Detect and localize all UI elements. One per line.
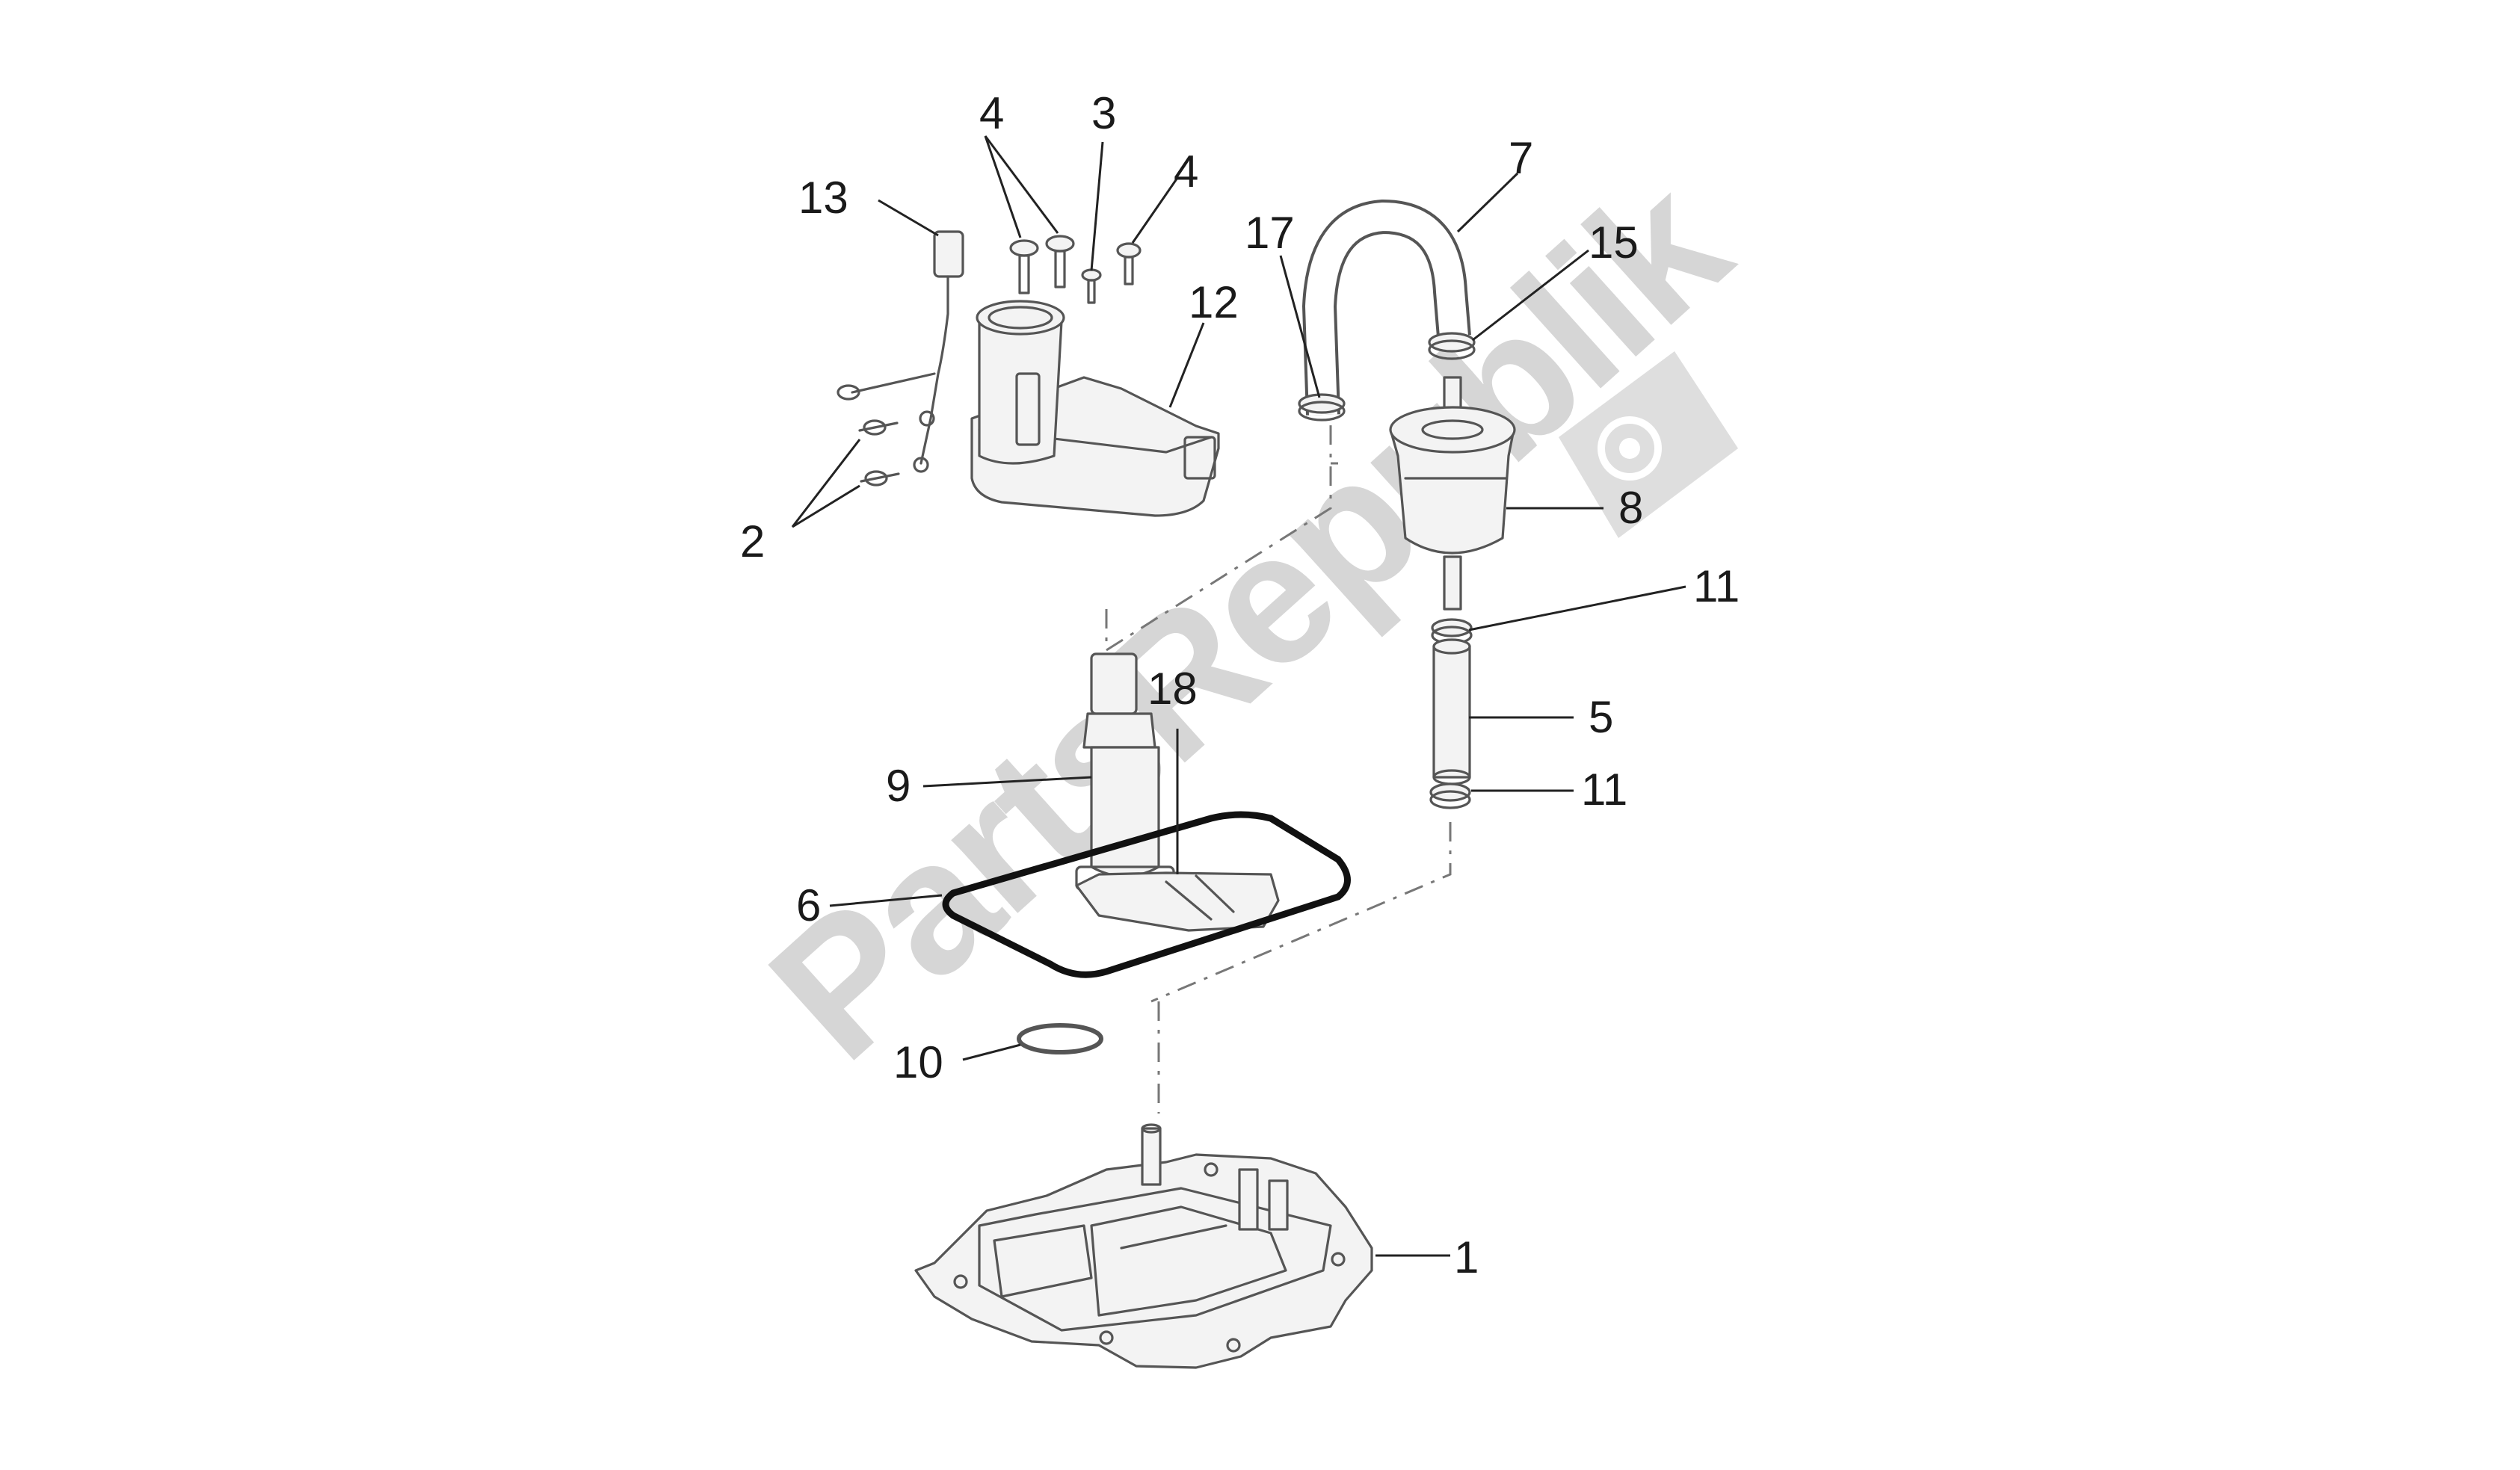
watermark-gear-icon: [1559, 351, 1738, 538]
callout-10: 10: [893, 1037, 943, 1087]
leader-lines: [791, 135, 1686, 1257]
part-4-screw-left: [1009, 239, 1039, 294]
callout-12: 12: [1189, 277, 1239, 327]
callout-6: 6: [796, 880, 821, 930]
callout-11-lower: 11: [1581, 765, 1627, 815]
part-9-pump: [1075, 652, 1175, 891]
part-4-screw-right: [1116, 242, 1142, 285]
callout-2: 2: [740, 516, 765, 566]
part-11-ring-upper: [1431, 618, 1473, 645]
part-6-gasket: [942, 811, 1351, 978]
callout-4-left: 4: [979, 88, 1004, 138]
callout-13: 13: [798, 173, 848, 223]
part-2-screws: [858, 419, 900, 487]
watermark: PartsRepublik: [732, 138, 1766, 1099]
part-3-screw: [1081, 268, 1102, 304]
callout-1: 1: [1454, 1232, 1479, 1282]
callout-labels: 13 2 4 3 4 12 17 7 15 8 11 5 11 18 9 6 1…: [740, 88, 1740, 1282]
callout-11-upper: 11: [1693, 561, 1740, 611]
part-12-cover: [970, 300, 1220, 517]
part-18-strainer: [1075, 871, 1280, 932]
callout-4-right: 4: [1174, 146, 1198, 197]
part-8-filter: [1389, 376, 1516, 611]
callout-17: 17: [1245, 208, 1295, 258]
part-15-clamp: [1428, 332, 1476, 360]
part-7-hose: [1301, 199, 1471, 416]
watermark-text: PartsRepublik: [732, 138, 1766, 1099]
part-4-screw-mid: [1045, 235, 1075, 288]
part-5-pipe: [1432, 638, 1471, 785]
callout-7: 7: [1509, 133, 1533, 183]
callout-9: 9: [886, 761, 911, 811]
callout-18: 18: [1147, 664, 1198, 714]
part-11-ring-lower: [1429, 782, 1471, 809]
callout-5: 5: [1589, 692, 1613, 742]
part-17-clamp: [1298, 393, 1346, 421]
callout-8: 8: [1618, 483, 1643, 533]
part-10-ring: [1017, 1023, 1103, 1054]
callout-3: 3: [1091, 88, 1116, 138]
part-13-sensor: [837, 230, 964, 473]
part-1-flange: [914, 1123, 1373, 1369]
callout-15: 15: [1589, 217, 1639, 268]
